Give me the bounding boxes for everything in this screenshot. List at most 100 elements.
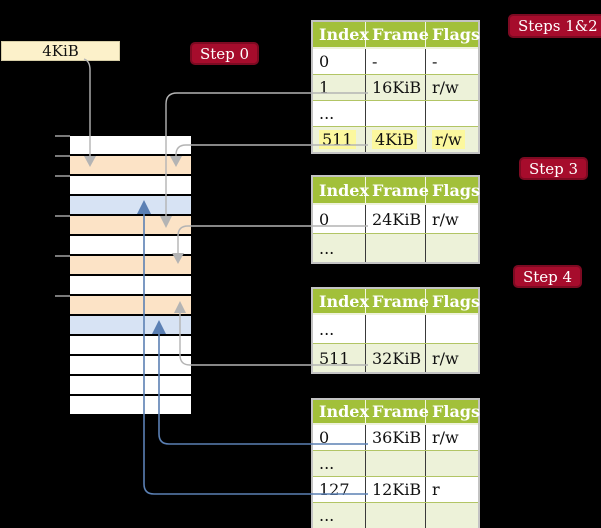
cell-index: 0 (313, 49, 366, 74)
cell-frame (366, 315, 426, 343)
table-row: 0 24KiB r/w (313, 205, 478, 234)
highlighted-value: 4KiB (372, 130, 418, 149)
cell-index: 1 (313, 75, 366, 100)
cell-frame (366, 503, 426, 528)
cell-frame (366, 234, 426, 262)
address-tick (55, 175, 70, 177)
table-row: 0 36KiB r/w (313, 425, 478, 451)
physical-memory-strip (70, 136, 191, 416)
column-header-index: Index (313, 400, 369, 423)
address-tick (55, 135, 70, 137)
cell-index: 0 (313, 205, 366, 233)
memory-row-free (70, 396, 191, 416)
cell-frame: - (366, 49, 426, 74)
column-header-frame: Frame (366, 177, 429, 203)
cell-flags (426, 451, 478, 476)
column-header-flags: Flags (432, 180, 480, 200)
table-row: ... (313, 451, 478, 477)
table-row: 1 16KiB r/w (313, 75, 478, 101)
address-tick (55, 215, 70, 217)
cell-frame: 24KiB (366, 205, 426, 233)
highlighted-value: 511 (319, 130, 356, 149)
cell-index: ... (313, 101, 366, 126)
column-header-frame: Frame (366, 22, 429, 47)
cell-flags: r/w (432, 428, 459, 447)
column-header-frame: Frame (366, 289, 429, 313)
badge-steps-1-2: Steps 1&2 (508, 14, 601, 38)
badge-steps-1-2-label: Steps 1&2 (518, 17, 598, 35)
cell-index: 511 (313, 127, 366, 152)
badge-step-3-label: Step 3 (529, 159, 579, 178)
table-header-row: Index Frame Flags (313, 400, 480, 425)
column-header-flags: Flags (432, 402, 480, 421)
memory-row-page-table (70, 256, 191, 276)
address-tick (55, 155, 70, 157)
memory-row-free (70, 276, 191, 296)
badge-step-0-label: Step 0 (200, 44, 250, 63)
cell-flags (426, 101, 478, 126)
memory-row-page-table (70, 156, 191, 176)
cell-frame: 12KiB (366, 477, 426, 502)
address-tick (55, 295, 70, 297)
table-header-row: Index Frame Flags (313, 22, 480, 49)
memory-row-mapped-frame (70, 316, 191, 336)
cell-index: 0 (313, 425, 366, 450)
table-row-highlighted: 511 4KiB r/w (313, 127, 478, 152)
cell-flags: - (432, 52, 438, 71)
memory-row-free (70, 136, 191, 156)
memory-row-free (70, 376, 191, 396)
cell-frame: 36KiB (366, 425, 426, 450)
cell-flags: r/w (432, 209, 459, 229)
table-row: 511 32KiB r/w (313, 344, 478, 372)
cell-flags: r (432, 480, 440, 499)
table-header-row: Index Frame Flags (313, 177, 480, 205)
cell-flags (426, 503, 478, 528)
cell-index: 127 (313, 477, 366, 502)
cell-index: 511 (313, 344, 366, 372)
page-table-level-2: Index Frame Flags ... 511 32KiB r/w (311, 287, 480, 374)
cell-index: ... (313, 315, 366, 343)
column-header-frame: Frame (366, 400, 429, 423)
cell-frame (366, 101, 426, 126)
badge-step-0: Step 0 (190, 42, 260, 65)
frame-address-box: 4KiB (1, 41, 120, 61)
cell-frame: 32KiB (366, 344, 426, 372)
page-table-level-1: Index Frame Flags 0 36KiB r/w ... 127 12… (311, 398, 480, 528)
table-row: 0 - - (313, 49, 478, 75)
cell-flags: r/w (432, 348, 459, 368)
column-header-flags: Flags (432, 25, 480, 44)
table-row: 127 12KiB r (313, 477, 478, 503)
cell-flags (426, 234, 478, 262)
memory-row-free (70, 176, 191, 196)
column-header-flags: Flags (432, 291, 480, 311)
badge-step-4: Step 4 (513, 265, 583, 288)
memory-row-mapped-frame (70, 196, 191, 216)
table-row: ... (313, 503, 478, 528)
memory-row-free (70, 356, 191, 376)
cell-frame: 4KiB (366, 127, 426, 152)
memory-row-page-table (70, 296, 191, 316)
cell-flags: r/w (432, 78, 459, 97)
memory-row-free (70, 336, 191, 356)
column-header-index: Index (313, 177, 369, 203)
memory-row-page-table (70, 216, 191, 236)
table-row: ... (313, 234, 478, 262)
frame-address-label: 4KiB (42, 42, 79, 60)
badge-step-4-label: Step 4 (523, 267, 573, 286)
cell-frame (366, 451, 426, 476)
highlighted-value: r/w (432, 130, 465, 149)
cell-index: ... (313, 503, 366, 528)
cell-frame: 16KiB (366, 75, 426, 100)
cell-flags: r/w (426, 127, 478, 152)
cell-index: ... (313, 451, 366, 476)
column-header-index: Index (313, 289, 369, 313)
cell-flags (426, 315, 478, 343)
badge-step-3: Step 3 (519, 157, 589, 180)
address-tick (55, 255, 70, 257)
column-header-index: Index (313, 22, 369, 47)
cell-index: ... (313, 234, 366, 262)
table-row: ... (313, 101, 478, 127)
table-row: ... (313, 315, 478, 344)
memory-row-free (70, 236, 191, 256)
